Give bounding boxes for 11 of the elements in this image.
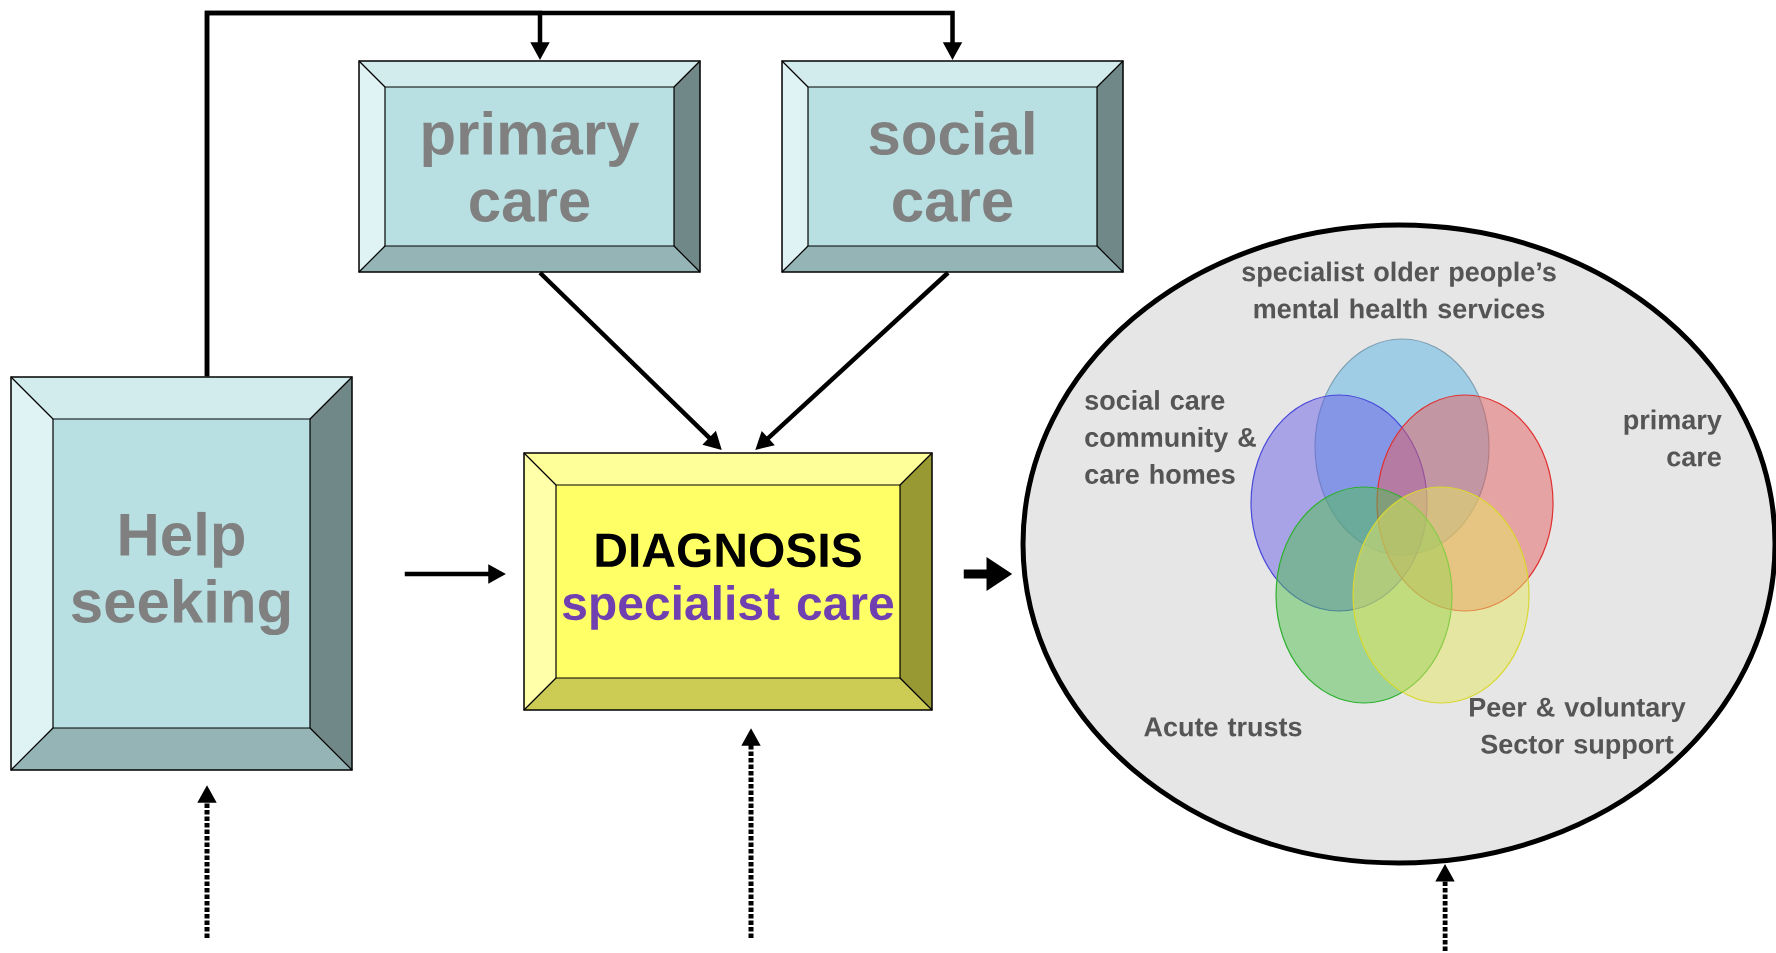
oval-area (1020, 222, 1776, 866)
bevel-box: social care (781, 60, 1124, 273)
circle-label: Acute trusts (1144, 717, 1302, 737)
bevel-box: Help seeking (10, 376, 353, 771)
circle-label: primary care (1624, 409, 1722, 467)
circle-label: Peer & voluntary Sector support (1470, 696, 1686, 760)
circle-label: specialist older people’s mental health services (1242, 261, 1556, 319)
circle-label: social care community & care homes (1085, 390, 1256, 484)
bevel-box: primary care (358, 60, 701, 273)
arrow (204, 10, 963, 377)
bevel-box: DIAGNOSIS specialist care (523, 452, 933, 711)
